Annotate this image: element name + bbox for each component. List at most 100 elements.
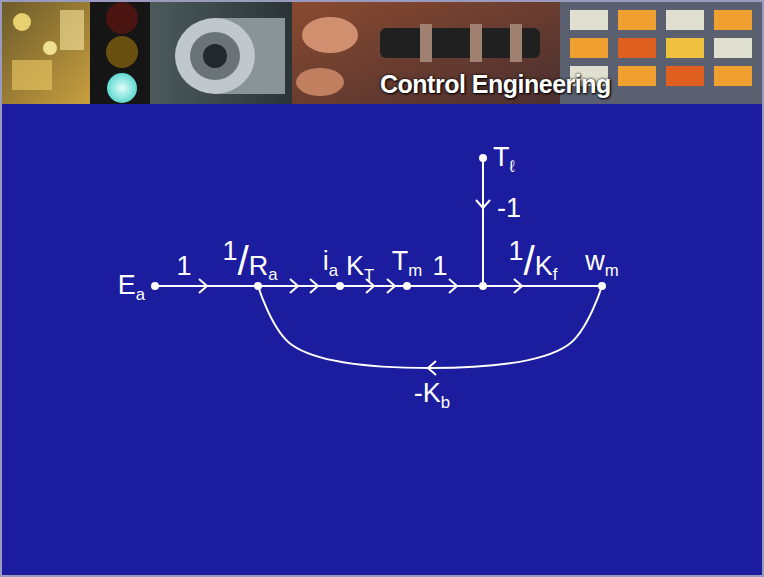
signal-node: wm: [583, 247, 620, 286]
node-label: ia: [323, 247, 338, 277]
symbol-main: -1: [497, 193, 521, 223]
label-holder: 1/Ra: [222, 238, 277, 281]
subscript: f: [553, 265, 558, 284]
denominator: Ra: [249, 251, 278, 281]
lens-glass: [203, 44, 227, 68]
label-holder: -Kb: [414, 380, 450, 407]
hand-shape: [296, 68, 344, 96]
branch-gain: -1: [497, 195, 521, 222]
symbol-main: i: [323, 246, 329, 276]
signal-node-dot: [254, 282, 262, 290]
signal-branch: [258, 286, 602, 368]
symbol-main: T: [493, 142, 510, 172]
subscript: b: [441, 393, 450, 412]
key: [714, 10, 752, 30]
symbol-main: 1: [222, 236, 237, 266]
branch-arrow: [428, 361, 436, 375]
branch-arrow: [199, 279, 207, 293]
denominator: Kf: [535, 251, 558, 281]
key: [618, 10, 656, 30]
key: [714, 38, 752, 58]
signal-node: Tm: [390, 247, 424, 286]
branch-arrow: [290, 279, 298, 293]
signal-node: ia: [321, 247, 340, 286]
node-label: Tm: [392, 247, 422, 277]
node-label: Tℓ: [493, 143, 515, 173]
slide-title: Control Engineering: [380, 70, 611, 98]
photo-panel: [0, 0, 92, 104]
symbol-main: 1: [509, 236, 524, 266]
photo-detail: [60, 10, 84, 50]
branch-gain: -Kb: [414, 380, 450, 407]
fraction-slash: /: [524, 238, 535, 284]
branch-arrow: [310, 279, 318, 293]
key: [570, 10, 608, 30]
subscript: ℓ: [510, 157, 515, 176]
symbol-main: K: [346, 251, 364, 281]
key: [666, 10, 704, 30]
symbol-main: 1: [432, 251, 447, 281]
traffic-light-lamp: [107, 73, 137, 103]
signal-node: Ea: [118, 271, 155, 301]
machine-ring: [510, 24, 522, 62]
photo-detail: [43, 41, 57, 55]
subscript: m: [408, 261, 422, 280]
title-holder: Control Engineering: [380, 70, 611, 99]
arrow-group: [199, 200, 522, 375]
traffic-light-lamp: [106, 2, 138, 34]
label-holder: -1: [497, 195, 521, 222]
photo-detail: [13, 13, 31, 31]
signal-node: Tℓ: [483, 143, 515, 173]
label-holder: 1: [176, 253, 191, 280]
symbol-main: T: [392, 246, 409, 276]
traffic-light-panel: [90, 0, 150, 104]
node-label: Ea: [118, 271, 145, 301]
lens-photo: [150, 0, 292, 104]
signal-branch: [483, 158, 602, 286]
label-holder: 1: [432, 253, 447, 280]
subscript: a: [329, 261, 338, 280]
branch-arrow: [476, 200, 490, 208]
banner-ground: [0, 0, 764, 104]
key: [618, 38, 656, 58]
label-holder: 1/Kf: [509, 238, 558, 281]
lens-face: [175, 18, 255, 94]
key: [618, 66, 656, 86]
machine-ring: [470, 24, 482, 62]
branch-group: [155, 158, 602, 368]
subscript: a: [268, 265, 277, 284]
fraction-slash: /: [237, 238, 248, 284]
gain-label: 1/Ra: [222, 238, 277, 281]
subscript: a: [136, 285, 145, 304]
numerator: 1: [222, 236, 237, 266]
symbol-main: E: [118, 270, 136, 300]
signal-node-dot: [403, 282, 411, 290]
symbol-main: -K: [414, 378, 441, 408]
signal-node-dot: [151, 282, 159, 290]
branch-arrow: [387, 279, 395, 293]
signal-node-dot: [479, 282, 487, 290]
gain-label: 1/Kf: [509, 238, 558, 281]
key: [666, 38, 704, 58]
traffic-light-lamp: [106, 36, 138, 68]
node-label: wm: [585, 247, 618, 277]
signal-node-dot: [336, 282, 344, 290]
symbol-main: K: [535, 251, 553, 281]
symbol-main: w: [585, 246, 605, 276]
machine-ring: [420, 24, 432, 62]
key: [666, 66, 704, 86]
branch-gain: KT: [346, 253, 374, 280]
photo-detail: [12, 60, 52, 90]
label-holder: KT: [346, 253, 374, 280]
lens-ring: [190, 32, 240, 80]
symbol-main: R: [249, 251, 269, 281]
subscript: T: [364, 266, 374, 285]
signal-node-dot: [479, 154, 487, 162]
key: [570, 38, 608, 58]
gain-label: 1: [176, 253, 191, 280]
gain-label: 1: [432, 253, 447, 280]
symbol-main: 1: [176, 251, 191, 281]
